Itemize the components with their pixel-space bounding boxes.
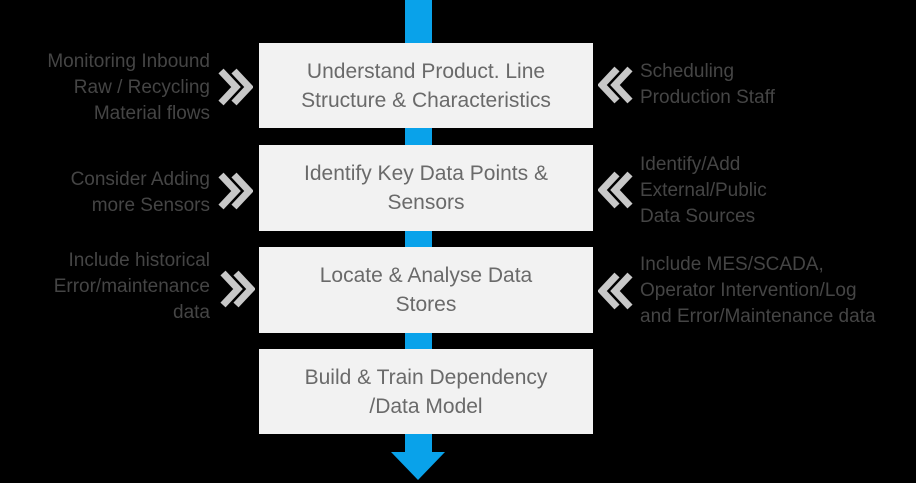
step-box-3: Locate & Analyse Data Stores <box>259 247 593 333</box>
right-note-3: Include MES/SCADA, Operator Intervention… <box>640 254 876 327</box>
step-1-label: Understand Product. Line Structure & Cha… <box>301 59 551 112</box>
double-chevron-left-icon <box>598 272 634 310</box>
left-note-3: Include historical Error/maintenance dat… <box>53 250 210 323</box>
double-chevron-left-icon <box>598 66 634 104</box>
left-note-1: Monitoring Inbound Raw / Recycling Mater… <box>47 51 210 124</box>
step-2-label: Identify Key Data Points & Sensors <box>304 162 548 214</box>
step-box-2: Identify Key Data Points & Sensors <box>259 145 593 231</box>
step-4-label: Build & Train Dependency /Data Model <box>304 365 548 418</box>
double-chevron-right-icon <box>219 270 255 308</box>
step-box-4: Build & Train Dependency /Data Model <box>259 349 593 434</box>
double-chevron-right-icon <box>217 68 253 106</box>
left-note-2: Consider Adding more Sensors <box>70 169 210 216</box>
right-note-2: Identify/Add External/Public Data Source… <box>640 154 767 227</box>
step-box-1: Understand Product. Line Structure & Cha… <box>259 43 593 128</box>
double-chevron-right-icon <box>217 172 253 210</box>
right-note-1: Scheduling Production Staff <box>640 61 775 108</box>
flow-arrow-head-icon <box>391 452 445 480</box>
step-3-label: Locate & Analyse Data Stores <box>319 264 533 316</box>
double-chevron-left-icon <box>598 171 634 209</box>
